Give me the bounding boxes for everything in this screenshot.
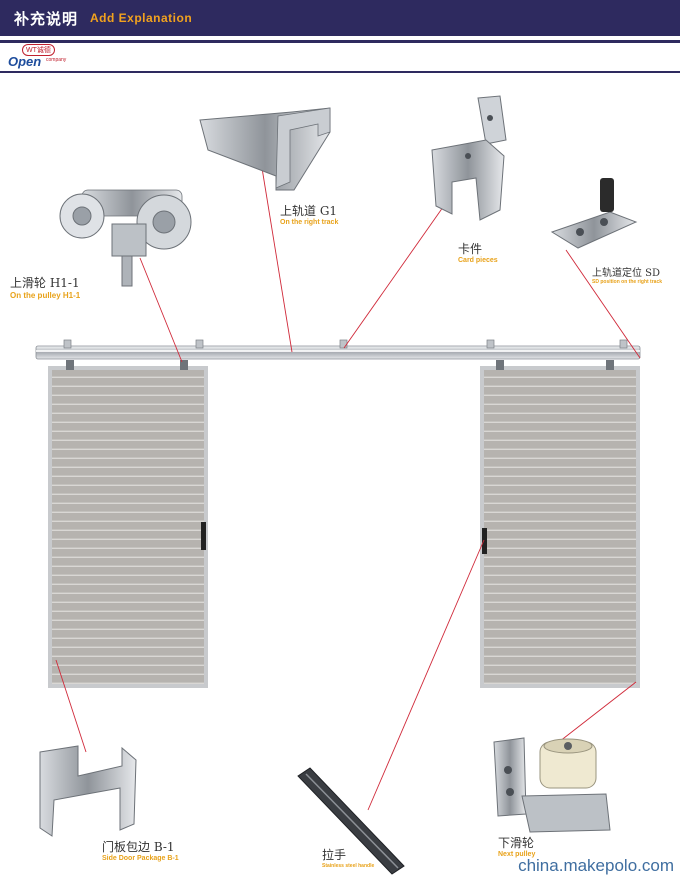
- track-positioning-label: 上轨道定位 SD: [592, 268, 661, 279]
- upper-track-label-en: On the right track: [280, 219, 339, 226]
- track-positioning-caption: 上轨道定位 SD SD position on the right track: [592, 264, 662, 285]
- card-pieces-label-en: Card pieces: [458, 257, 498, 264]
- lower-pulley-illustration: [493, 737, 611, 833]
- upper-track-caption: 上轨道 G1 On the right track: [280, 202, 338, 226]
- main-rail: [35, 345, 641, 360]
- header-title-cn: 补充说明: [14, 10, 79, 28]
- card-pieces-label: 卡件: [458, 242, 483, 256]
- handle-illustration: [297, 767, 405, 875]
- header-divider: [0, 40, 680, 43]
- track-positioning-illustration: [550, 178, 638, 249]
- lower-pulley-label: 下滑轮: [498, 836, 535, 850]
- upper-pulley-caption: 上滑轮 H1-1 On the pulley H1-1: [10, 274, 80, 300]
- leader-lines: [55, 167, 641, 811]
- side-door-package-label: 门板包边 B-1: [102, 840, 175, 854]
- header-bar: [0, 0, 680, 36]
- logo-chip: WT诚德: [22, 44, 55, 56]
- side-door-package-illustration: [39, 745, 137, 837]
- upper-pulley-label: 上滑轮 H1-1: [10, 276, 80, 290]
- left-door: [48, 360, 208, 688]
- handle-label: 拉手: [322, 848, 347, 862]
- logo-main: Open: [8, 54, 42, 69]
- side-door-package-label-en: Side Door Package B-1: [102, 855, 179, 862]
- upper-track-illustration: [199, 107, 331, 191]
- upper-pulley-illustration: [59, 189, 192, 287]
- card-pieces-caption: 卡件 Card pieces: [458, 240, 498, 264]
- track-positioning-label-en: SD position on the right track: [592, 279, 663, 285]
- handle-caption: 拉手 Stainless steel handle: [322, 846, 374, 869]
- lower-pulley-caption: 下滑轮 Next pulley: [498, 834, 535, 858]
- upper-track-label: 上轨道 G1: [280, 204, 338, 218]
- side-door-package-caption: 门板包边 B-1 Side Door Package B-1: [102, 838, 179, 862]
- watermark: china.makepolo.com: [518, 856, 674, 875]
- logo-divider: [0, 71, 680, 73]
- company-logo: WT诚德 Open company: [8, 44, 78, 70]
- upper-pulley-label-en: On the pulley H1-1: [10, 291, 81, 300]
- card-piece-illustration: [431, 95, 507, 221]
- logo-sub: company: [46, 57, 67, 63]
- rail-brackets: [63, 339, 628, 349]
- right-door: [480, 360, 640, 688]
- handle-label-en: Stainless steel handle: [322, 863, 375, 869]
- header-title-en: Add Explanation: [90, 11, 193, 25]
- lower-pulley-label-en: Next pulley: [498, 851, 536, 858]
